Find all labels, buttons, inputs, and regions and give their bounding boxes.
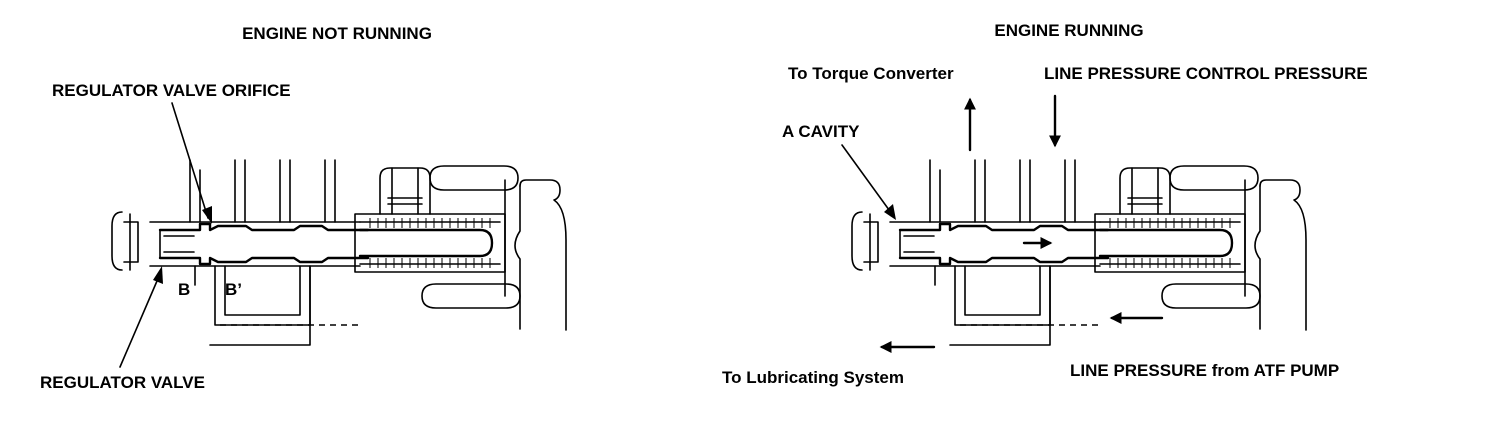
leader-regulator-valve [119, 273, 161, 368]
right-panel-title: ENGINE RUNNING [994, 21, 1143, 40]
label-a-cavity: A CAVITY [782, 122, 860, 141]
label-to-lubricating-system: To Lubricating System [722, 368, 904, 387]
left-panel-title: ENGINE NOT RUNNING [242, 24, 432, 43]
label-regulator-valve-orifice: REGULATOR VALVE ORIFICE [52, 81, 291, 100]
left-valve-drawing [110, 158, 568, 347]
leader-orifice-tip [202, 206, 212, 224]
label-b: B [178, 280, 190, 299]
leader-regulator-valve-tip [153, 266, 163, 284]
label-line-pressure-control-pressure: LINE PRESSURE CONTROL PRESSURE [1044, 64, 1368, 83]
label-b-prime: B’ [225, 280, 242, 299]
label-line-pressure-from-atf-pump: LINE PRESSURE from ATF PUMP [1070, 361, 1339, 380]
right-panel: ENGINE RUNNING To Torque Converter LINE … [722, 21, 1368, 387]
leader-a-cavity-tip [884, 204, 896, 220]
leader-a-cavity [841, 144, 893, 215]
left-panel: ENGINE NOT RUNNING REGULATOR VALVE ORIFI… [40, 24, 568, 392]
label-regulator-valve: REGULATOR VALVE [40, 373, 205, 392]
right-valve-drawing [850, 158, 1308, 347]
label-to-torque-converter: To Torque Converter [788, 64, 954, 83]
leader-orifice [171, 102, 209, 219]
